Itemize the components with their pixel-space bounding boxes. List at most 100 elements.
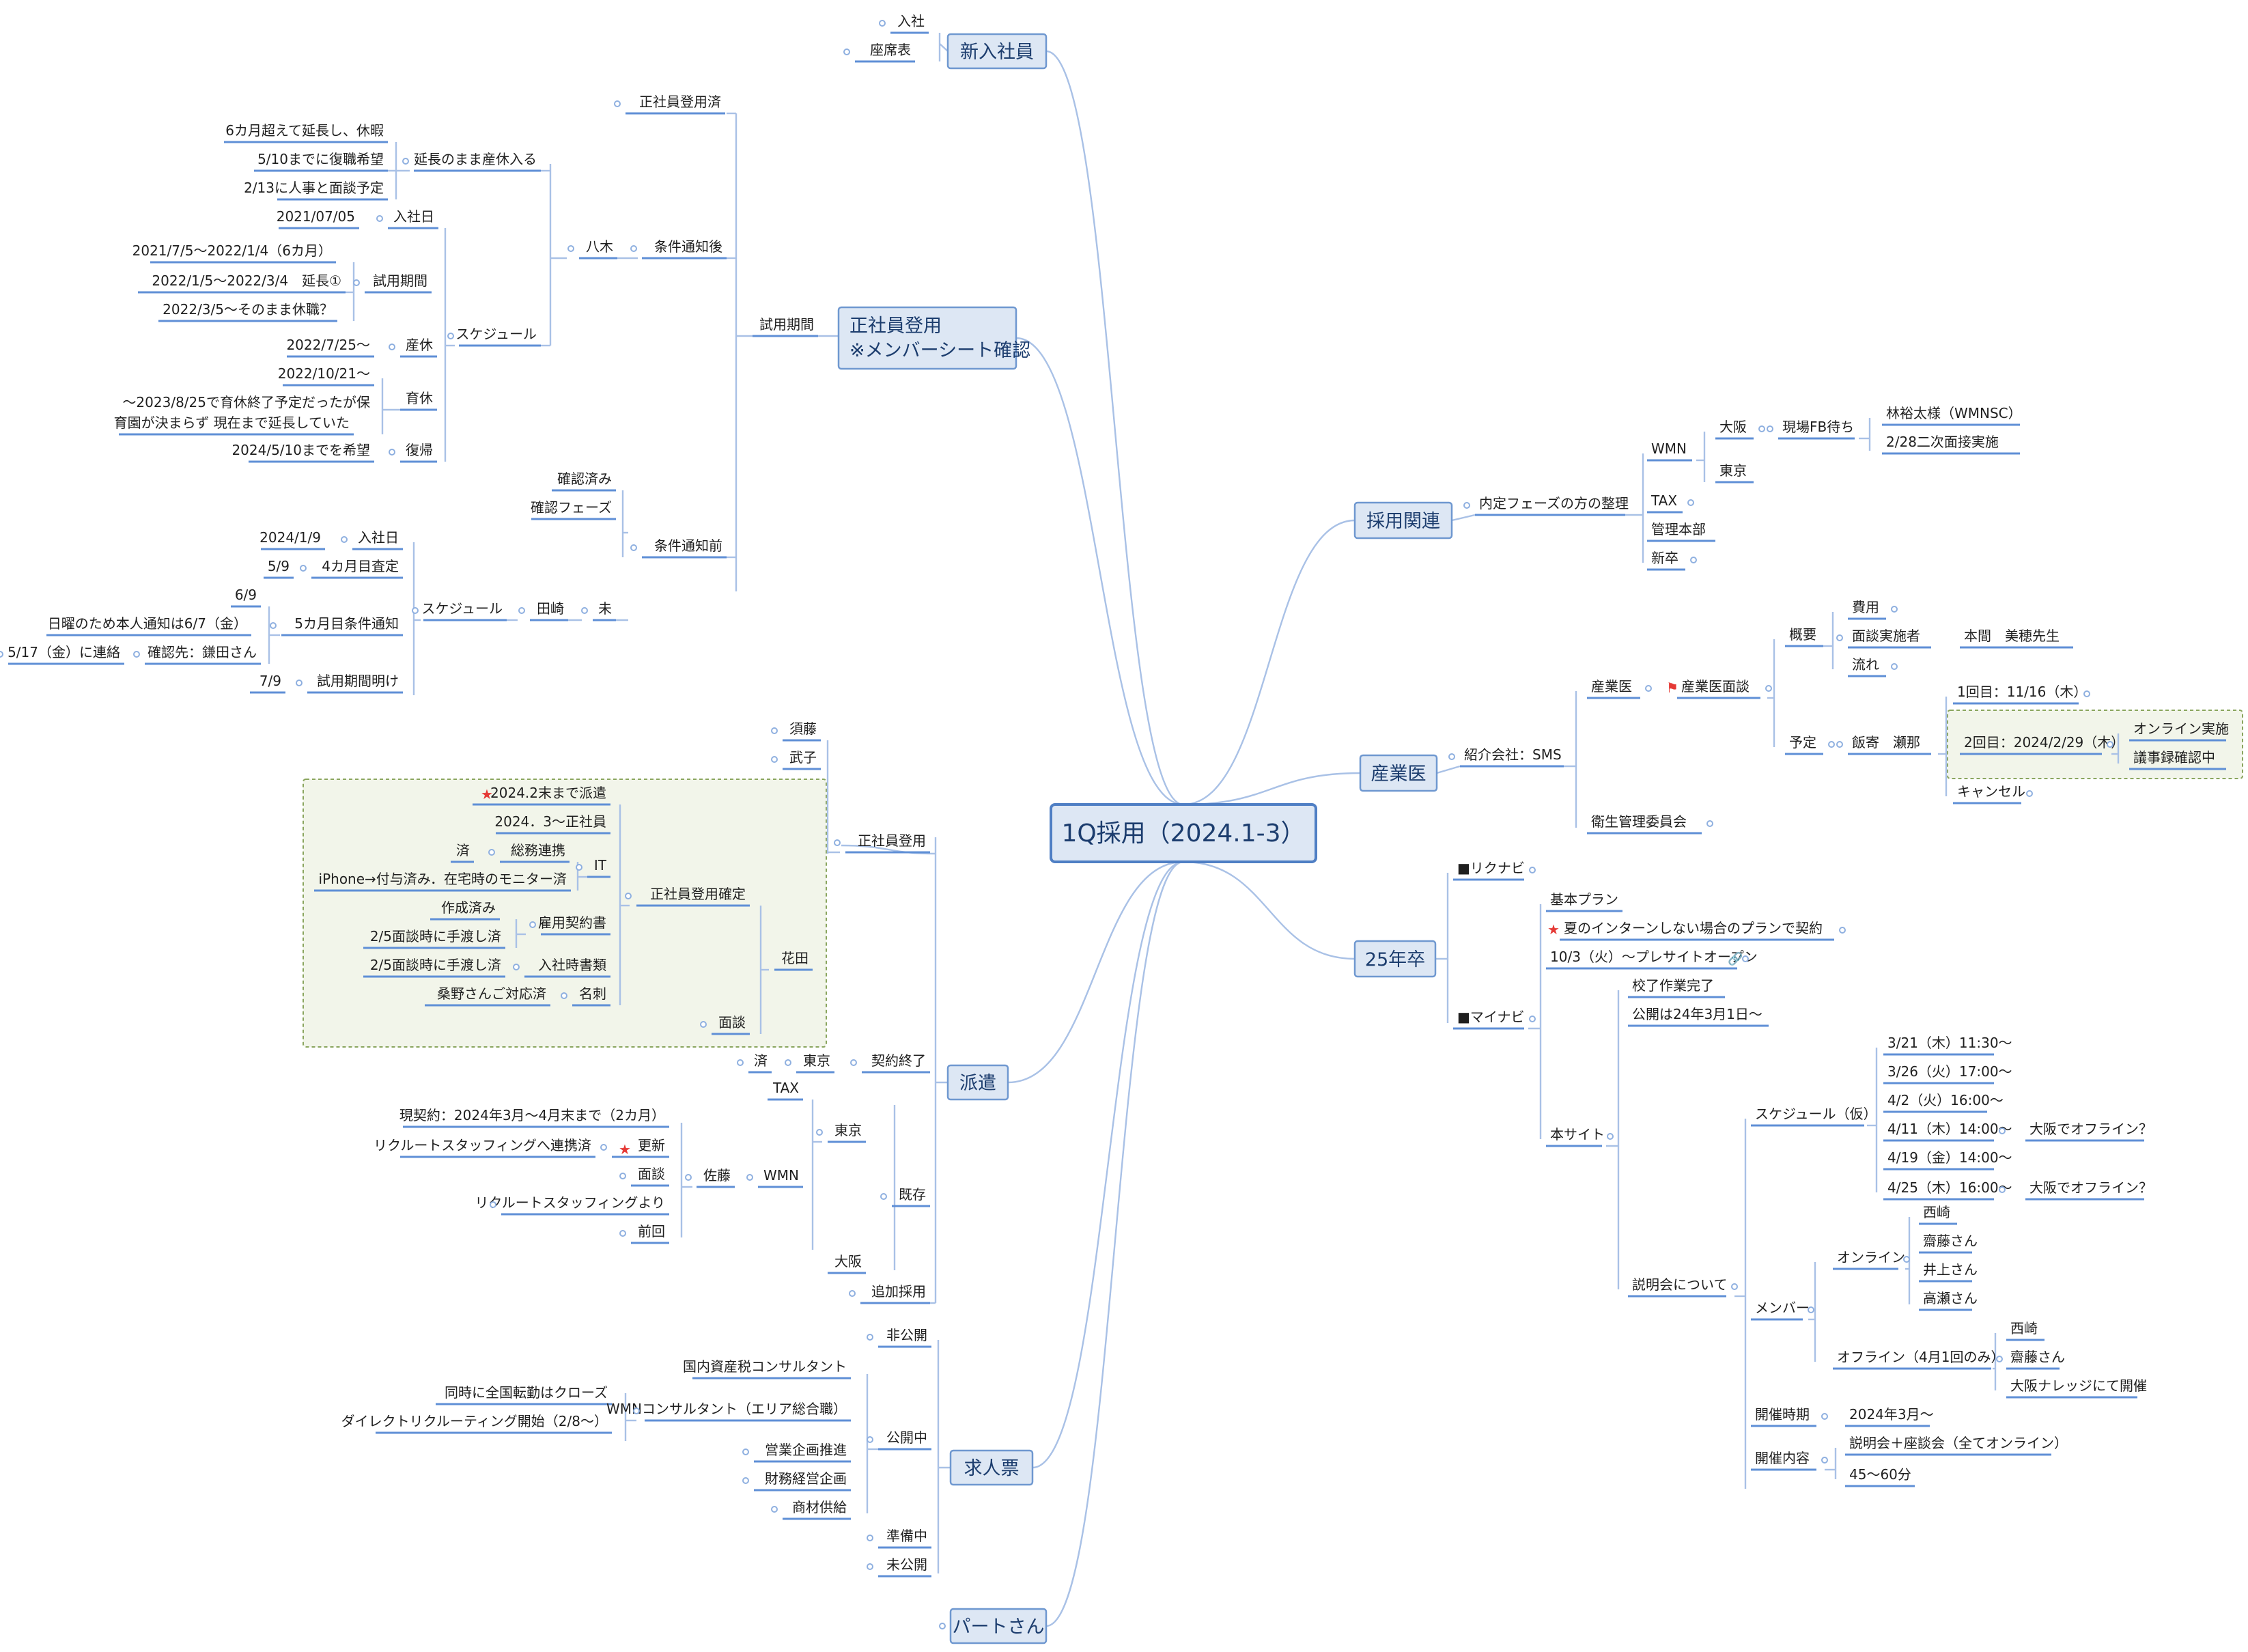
node-s4[interactable]: 4/11（木）14:00～: [1887, 1121, 2012, 1137]
node-saito2[interactable]: 齋藤さん: [2010, 1349, 2065, 1365]
node-d2021[interactable]: 2021/07/05: [277, 208, 355, 225]
node-tourokuzumi[interactable]: 正社員登用済: [639, 94, 721, 110]
node-genkeiyaku[interactable]: 現契約：2024年3月～4月末まで（2カ月）: [399, 1107, 665, 1123]
node-d2022b[interactable]: 2022/10/21～: [278, 365, 370, 382]
node-it[interactable]: IT: [594, 857, 607, 873]
node-nyushabi2[interactable]: 入社日: [358, 529, 399, 546]
collapse-toggle[interactable]: [1821, 1413, 1828, 1420]
node-m5[interactable]: 5カ月目条件通知: [294, 615, 399, 632]
node-genba[interactable]: 現場FB待ち: [1782, 419, 1854, 435]
node-sangyoi_mendan[interactable]: 産業医面談: [1681, 678, 1750, 695]
node-kokaichu[interactable]: 公開中: [886, 1429, 927, 1446]
topic-saiyo-kanren[interactable]: 採用関連: [1353, 501, 1453, 540]
node-kai1[interactable]: 1回目：11/16（木）: [1957, 684, 2087, 700]
node-sudo[interactable]: 須藤: [789, 720, 817, 737]
node-tazaki[interactable]: 田崎: [537, 600, 564, 617]
node-online_jisshi[interactable]: オンライン実施: [2133, 720, 2229, 737]
collapse-toggle[interactable]: [270, 622, 277, 629]
node-kosei[interactable]: 校了作業完了: [1632, 977, 1714, 994]
node-tsuika[interactable]: 追加採用: [871, 1283, 926, 1300]
node-eisei[interactable]: 衛生管理委員会: [1591, 813, 1687, 830]
node-koshin[interactable]: 更新: [638, 1137, 665, 1153]
node-offline[interactable]: オフライン（4月1回のみ）: [1837, 1349, 2004, 1365]
topic-kyujinhyo[interactable]: 求人票: [949, 1449, 1034, 1486]
node-koyo[interactable]: 雇用契約書: [538, 914, 606, 931]
node-naitei[interactable]: 内定フェーズの方の整理: [1479, 495, 1629, 512]
collapse-toggle[interactable]: [619, 1230, 626, 1237]
node-recruit_renkei[interactable]: リクルートスタッフィングへ連携済: [374, 1137, 591, 1153]
node-eigyo[interactable]: 営業企画推進: [765, 1442, 847, 1458]
node-recruit_yori[interactable]: リクルートスタッフィングより: [475, 1194, 665, 1211]
node-hikokai[interactable]: 非公開: [886, 1327, 927, 1343]
node-cancel[interactable]: キャンセル: [1957, 783, 2025, 800]
collapse-toggle[interactable]: [614, 100, 621, 107]
collapse-toggle[interactable]: [1706, 820, 1713, 827]
collapse-toggle[interactable]: [581, 607, 588, 614]
node-kakuninsaki[interactable]: 確認先：鎌田さん: [147, 644, 257, 660]
node-seishain3[interactable]: 2024．3～正社員: [494, 813, 606, 830]
node-setsumei_zadan[interactable]: 説明会＋座談会（全てオンライン）: [1849, 1435, 2068, 1451]
collapse-toggle[interactable]: [619, 1173, 626, 1179]
collapse-toggle[interactable]: [880, 1193, 887, 1200]
node-presite[interactable]: 10/3（火）～プレサイトオープン: [1550, 949, 1758, 965]
collapse-toggle[interactable]: [630, 544, 637, 551]
topic-25nensotsu[interactable]: 25年卒: [1353, 940, 1437, 978]
collapse-toggle[interactable]: [1607, 1133, 1614, 1140]
node-tewatashi1[interactable]: 2/5面談時に手渡し済: [370, 928, 501, 944]
node-mendan2[interactable]: 面談: [638, 1166, 665, 1182]
collapse-toggle[interactable]: [1996, 1356, 2003, 1362]
node-s1[interactable]: 3/21（木）11:30～: [1887, 1035, 2012, 1051]
node-doji[interactable]: 同時に全国転勤はクローズ: [445, 1384, 608, 1401]
node-kai2[interactable]: 2回目：2024/2/29（木）: [1964, 734, 2124, 751]
node-sankyu[interactable]: 産休: [406, 337, 433, 353]
node-schedule2[interactable]: スケジュール: [421, 600, 503, 617]
collapse-toggle[interactable]: [771, 727, 778, 734]
node-kanri[interactable]: 管理本部: [1651, 521, 1706, 537]
node-yotei[interactable]: 予定: [1789, 734, 1816, 751]
node-keiyaku_end[interactable]: 契約終了: [871, 1052, 926, 1069]
collapse-toggle[interactable]: [849, 1290, 856, 1297]
collapse-toggle[interactable]: [1839, 927, 1846, 934]
collapse-toggle[interactable]: [850, 1059, 857, 1066]
node-tokyo2[interactable]: 東京: [834, 1122, 862, 1138]
node-d202419[interactable]: 2024/1/9: [259, 529, 321, 546]
collapse-toggle[interactable]: [1903, 1256, 1910, 1263]
node-junbichu[interactable]: 準備中: [886, 1528, 927, 1544]
collapse-toggle[interactable]: [867, 1334, 873, 1341]
node-setsumeikai[interactable]: 説明会について: [1632, 1276, 1727, 1293]
topic-seishain-toyo[interactable]: 正社員登用※メンバーシート確認: [837, 306, 1030, 370]
node-s3[interactable]: 4/2（火）16:00～: [1887, 1092, 2004, 1108]
collapse-toggle[interactable]: [518, 607, 525, 614]
node-s6[interactable]: 4/25（木）16:00～: [1887, 1179, 2012, 1196]
collapse-toggle[interactable]: [867, 1436, 873, 1443]
node-shiyoake[interactable]: 試用期間明け: [317, 673, 399, 689]
topic-part-san[interactable]: パートさん: [949, 1608, 1048, 1644]
node-kakuninzumi[interactable]: 確認済み: [557, 471, 612, 487]
node-natsu[interactable]: 夏のインターンしない場合のプランで契約: [1564, 920, 1823, 936]
node-shozai[interactable]: 商材供給: [792, 1499, 847, 1515]
collapse-toggle[interactable]: [1687, 499, 1694, 506]
node-wmn2[interactable]: WMN: [1651, 440, 1687, 457]
node-kokai24[interactable]: 公開は24年3月1日～: [1632, 1006, 1762, 1022]
node-d202403[interactable]: 2024年3月～: [1849, 1406, 1934, 1423]
node-iphone[interactable]: iPhone→付与済み．在宅時のモニター済: [319, 871, 567, 887]
collapse-toggle[interactable]: [1742, 955, 1749, 962]
collapse-toggle[interactable]: [1999, 1186, 2006, 1193]
node-l213[interactable]: 2/13に人事と面談予定: [244, 180, 384, 196]
node-tewatashi2[interactable]: 2/5面談時に手渡し済: [370, 957, 501, 973]
node-kaisai_naiyo[interactable]: 開催内容: [1755, 1450, 1810, 1466]
node-sato[interactable]: 佐藤: [703, 1167, 731, 1184]
node-mi[interactable]: 未: [598, 600, 612, 617]
node-zumi2[interactable]: 済: [754, 1052, 768, 1069]
node-mendan[interactable]: 面談: [718, 1014, 746, 1031]
node-kizon[interactable]: 既存: [899, 1186, 926, 1203]
node-osaka[interactable]: 大阪: [834, 1253, 862, 1270]
node-sched_kari[interactable]: スケジュール（仮）: [1755, 1106, 1877, 1122]
collapse-toggle[interactable]: [1529, 1016, 1536, 1022]
node-takeko[interactable]: 武子: [789, 749, 817, 766]
node-shinsotsu[interactable]: 新卒: [1651, 550, 1678, 566]
node-direct[interactable]: ダイレクトリクルーティング開始（2/8～）: [341, 1413, 608, 1429]
collapse-toggle[interactable]: [1821, 1457, 1828, 1464]
node-schedule1[interactable]: スケジュール: [455, 326, 537, 342]
node-saito[interactable]: 齋藤さん: [1923, 1233, 1978, 1249]
